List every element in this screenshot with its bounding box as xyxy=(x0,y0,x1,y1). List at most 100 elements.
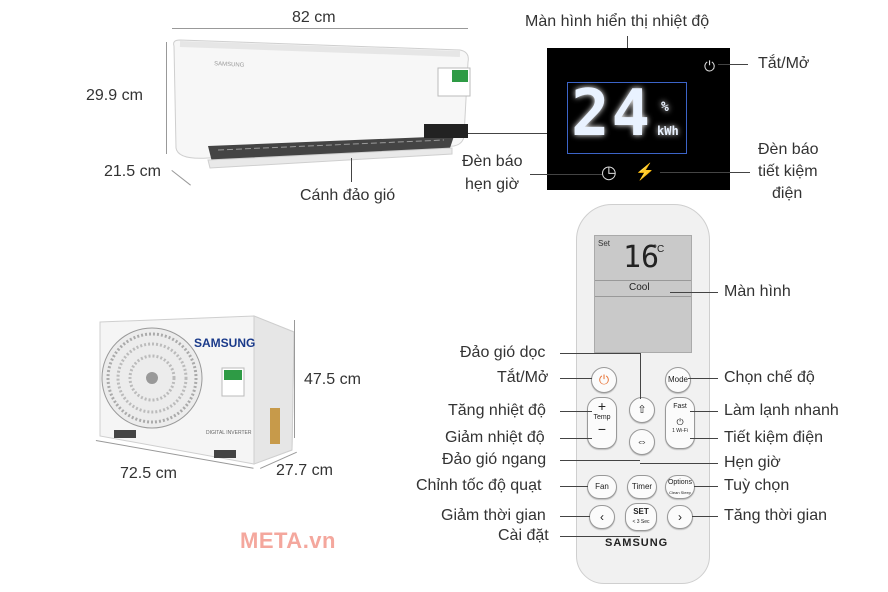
timer-button-label: Timer xyxy=(631,482,653,491)
display-eco-pointer xyxy=(660,172,750,173)
watermark: META.vn xyxy=(240,528,336,553)
display-kwh: kWh xyxy=(657,124,679,138)
set-pointer xyxy=(560,536,640,537)
vertical-swing-pointer-h xyxy=(560,353,640,354)
power-button[interactable]: ⏻ xyxy=(591,367,617,393)
time-up-label: Tăng thời gian xyxy=(724,507,827,524)
vertical-swing-label: Đảo gió dọc xyxy=(460,344,546,361)
options-label: Tuỳ chọn xyxy=(724,477,790,494)
display-frame xyxy=(567,82,687,154)
temp-down-pointer xyxy=(560,438,592,439)
display-timer-label-1: Đèn báo xyxy=(462,153,523,170)
fast-cool-pointer xyxy=(690,411,718,412)
outdoor-brand: SAMSUNG xyxy=(194,336,256,350)
remote-screen-divider xyxy=(595,280,691,281)
outdoor-unit xyxy=(99,315,295,465)
indoor-unit xyxy=(173,39,471,169)
display-percent: % xyxy=(661,100,669,115)
set-button[interactable]: SET < 3 Sec xyxy=(625,503,657,531)
indoor-depth-label: 21.5 cm xyxy=(104,163,161,180)
set-button-sub: < 3 Sec xyxy=(632,519,650,525)
mode-label: Chọn chế độ xyxy=(724,369,815,386)
set-label: Cài đặt xyxy=(498,527,549,544)
fast-cool-label: Làm lạnh nhanh xyxy=(724,402,839,419)
fan-speed-label: Chỉnh tốc độ quạt xyxy=(416,477,542,494)
indoor-height-line xyxy=(166,42,167,154)
display-eco-label-1: Đèn báo xyxy=(758,141,819,158)
display-timer-label-2: hẹn giờ xyxy=(465,176,520,193)
vertical-swing-button[interactable]: ⇧ xyxy=(629,397,655,423)
horizontal-swing-label: Đảo gió ngang xyxy=(442,451,547,468)
outdoor-tag: DIGITAL INVERTER xyxy=(206,430,252,436)
louver-label: Cánh đảo gió xyxy=(300,187,396,204)
eco-label: 1 Wi-Fi xyxy=(672,428,688,434)
display-connector xyxy=(468,133,548,134)
timer-label: Hẹn giờ xyxy=(724,454,781,471)
indoor-height-label: 29.9 cm xyxy=(86,87,143,104)
display-power-pointer xyxy=(718,64,748,65)
display-eco-label-3: điện xyxy=(772,185,803,202)
remote-brand: SAMSUNG xyxy=(605,537,669,549)
power-indicator-icon: ⏻ xyxy=(704,58,716,74)
options-button-label: Options xyxy=(667,479,693,486)
set-button-label: SET xyxy=(633,507,649,516)
remote-screen-unit: °C xyxy=(653,244,665,255)
indoor-width-label: 82 cm xyxy=(292,9,336,26)
timer-indicator-icon: ◷ xyxy=(601,162,617,182)
fan-speed-pointer xyxy=(560,486,588,487)
options-button-sub: Clean Sleep xyxy=(669,490,691,495)
fan-button[interactable]: Fan xyxy=(587,475,617,499)
remote-control: Set 16 °C Cool ⏻ Mode ⇧ + Temp − Fast ⏻ … xyxy=(576,204,710,584)
display-eco-label-2: tiết kiệm xyxy=(758,163,818,180)
temp-down-label: Giảm nhiệt độ xyxy=(445,429,545,446)
temp-up-pointer xyxy=(560,411,592,412)
remote-screen-mode: Cool xyxy=(629,282,650,293)
remote-screen-divider-2 xyxy=(595,296,691,297)
display-panel: 24 % kWh ⏻ ◷ ⚡ xyxy=(547,48,730,190)
power-pointer xyxy=(560,378,592,379)
time-down-button[interactable]: ‹ xyxy=(589,505,615,529)
temp-up-icon: + xyxy=(597,398,607,414)
time-up-pointer xyxy=(692,516,718,517)
mode-button[interactable]: Mode xyxy=(665,367,691,393)
display-power-label: Tắt/Mở xyxy=(758,55,810,72)
remote-screen-set: Set xyxy=(598,239,611,248)
remote-screen: Set 16 °C Cool xyxy=(594,235,692,353)
display-timer-pointer xyxy=(530,174,602,175)
temp-label: Temp xyxy=(593,414,611,421)
eco-pointer xyxy=(690,438,718,439)
timer-button[interactable]: Timer xyxy=(627,475,657,499)
outdoor-width-label: 72.5 cm xyxy=(120,465,177,482)
outdoor-depth-label: 27.7 cm xyxy=(276,462,333,479)
outdoor-height-label: 47.5 cm xyxy=(304,371,361,388)
timer-pointer xyxy=(640,463,718,464)
eco-icon: ⏻ xyxy=(676,417,684,427)
display-temperature: 24 xyxy=(571,77,653,151)
temp-down-icon: − xyxy=(597,421,607,437)
screen-pointer xyxy=(670,292,718,293)
indoor-width-line xyxy=(172,28,468,29)
fast-eco-rocker[interactable]: Fast ⏻ 1 Wi-Fi xyxy=(665,397,695,449)
temp-up-label: Tăng nhiệt độ xyxy=(448,402,546,419)
screen-label: Màn hình xyxy=(724,283,791,300)
fan-button-label: Fan xyxy=(595,482,609,491)
options-pointer xyxy=(694,486,718,487)
eco-indicator-icon: ⚡ xyxy=(635,164,655,181)
fast-label: Fast xyxy=(673,403,687,410)
temp-rocker[interactable]: + Temp − xyxy=(587,397,617,449)
horizontal-swing-pointer xyxy=(560,460,640,461)
outdoor-height-line xyxy=(294,320,295,438)
mode-button-label: Mode xyxy=(667,375,688,384)
vertical-swing-pointer-v xyxy=(640,353,641,399)
power-label: Tắt/Mở xyxy=(497,369,549,386)
mode-pointer xyxy=(688,378,718,379)
time-down-label: Giảm thời gian xyxy=(441,507,546,524)
time-down-pointer xyxy=(560,516,590,517)
display-title: Màn hình hiển thị nhiệt độ xyxy=(525,13,710,30)
louver-pointer xyxy=(351,158,352,182)
options-button[interactable]: Options Clean Sleep xyxy=(665,475,695,499)
eco-label: Tiết kiệm điện xyxy=(724,429,823,446)
remote-screen-temp: 16 xyxy=(623,240,660,275)
time-up-button[interactable]: › xyxy=(667,505,693,529)
horizontal-swing-button[interactable]: ⇔ xyxy=(629,429,655,455)
